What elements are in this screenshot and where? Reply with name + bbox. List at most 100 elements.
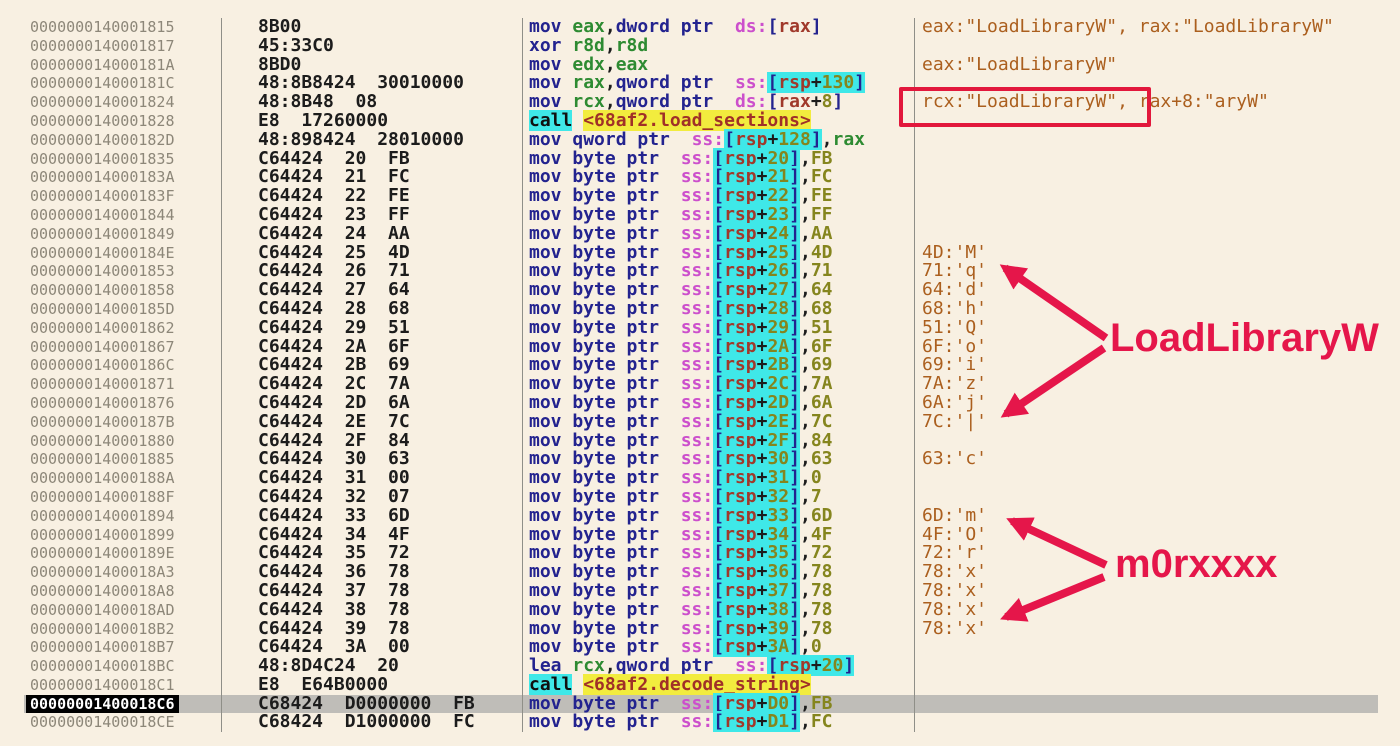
comment-cell: eax:"LoadLibraryW" [922,53,1118,75]
instruction-cell: mov byte ptr ss:[rsp+2B],69 [523,354,915,376]
address-cell: 00000001400018AD [0,600,222,620]
bytes-cell: C64424 3A 00 [222,637,523,658]
instruction-cell: lea rcx,qword ptr ss:[rsp+20] [523,655,915,677]
address-cell: 00000001400018CE [0,713,222,733]
comment-cell: 7A:'z' [922,373,988,395]
instruction-cell: mov byte ptr ss:[rsp+29],51 [523,316,915,338]
instruction-cell: mov byte ptr ss:[rsp+39],78 [523,617,915,639]
bytes-cell: E8 E64B0000 [222,675,523,695]
comment-cell [915,657,1378,676]
address-cell: 0000000140001815 [0,18,222,37]
address-cell: 0000000140001849 [0,224,222,244]
bytes-cell: C64424 32 07 [222,487,523,507]
comment-cell: rcx:"LoadLibraryW", rax+8:"aryW" [922,91,1269,113]
comment-cell: 78:'x' [922,561,988,583]
bytes-cell: C64424 2A 6F [222,337,523,357]
address-cell: 0000000140001862 [0,318,222,338]
comment-cell [915,695,1378,714]
instruction-cell: mov byte ptr ss:[rsp+21],FC [523,166,915,188]
comment-cell [915,131,1378,150]
comment-cell [915,150,1378,169]
bytes-cell: C64424 2E 7C [222,412,523,432]
address-cell: 00000001400018C6 [0,694,222,714]
instruction-cell: mov eax,dword ptr ds:[rax] [523,17,915,37]
instruction-cell: mov byte ptr ss:[rsp+23],FF [523,203,915,225]
comment-cell: 51:'Q' [922,316,988,338]
instruction-cell: mov byte ptr ss:[rsp+31],0 [523,467,915,489]
comment-cell: 6A:'j' [922,391,988,413]
comment-cell [915,37,1378,56]
address-cell: 0000000140001871 [0,375,222,394]
instruction-cell: mov byte ptr ss:[rsp+35],72 [523,542,915,564]
bytes-cell: C64424 33 6D [222,506,523,526]
bytes-cell: C64424 27 64 [222,280,523,300]
bytes-cell: C64424 29 51 [222,318,523,338]
comment-cell: 63:'c' [922,448,988,470]
instruction-cell: mov byte ptr ss:[rsp+2E],7C [523,410,915,432]
instruction-cell: mov byte ptr ss:[rsp+32],7 [523,485,915,507]
instruction-cell: call <68af2.load_sections> [523,109,915,131]
bytes-cell: C64424 21 FC [222,168,523,188]
bytes-cell: C64424 2C 7A [222,374,523,394]
bytes-cell: C64424 38 78 [222,600,523,620]
bytes-cell: C64424 2D 6A [222,393,523,413]
bytes-cell: C64424 22 FE [222,186,523,206]
bytes-cell: C64424 35 72 [222,544,523,564]
address-cell: 00000001400018B2 [0,619,222,639]
bytes-cell: 48:898424 28010000 [222,130,523,150]
bytes-cell: 45:33C0 [222,36,523,56]
bytes-cell: C64424 2F 84 [222,431,523,451]
comment-cell [915,488,1378,507]
comment-cell: 6D:'m' [922,504,988,526]
comment-cell: eax:"LoadLibraryW", rax:"LoadLibraryW" [922,16,1334,37]
comment-cell [915,187,1378,206]
bytes-cell: 48:8D4C24 20 [222,656,523,676]
instruction-cell: mov rax,qword ptr ss:[rsp+130] [523,72,915,94]
instruction-cell: mov byte ptr ss:[rsp+D1],FC [523,711,915,733]
instruction-cell: mov byte ptr ss:[rsp+24],AA [523,222,915,244]
comment-cell [915,713,1378,732]
comment-cell: 4D:'M' [922,241,988,263]
instruction-cell: mov byte ptr ss:[rsp+2F],84 [523,429,915,451]
address-cell: 0000000140001876 [0,393,222,413]
